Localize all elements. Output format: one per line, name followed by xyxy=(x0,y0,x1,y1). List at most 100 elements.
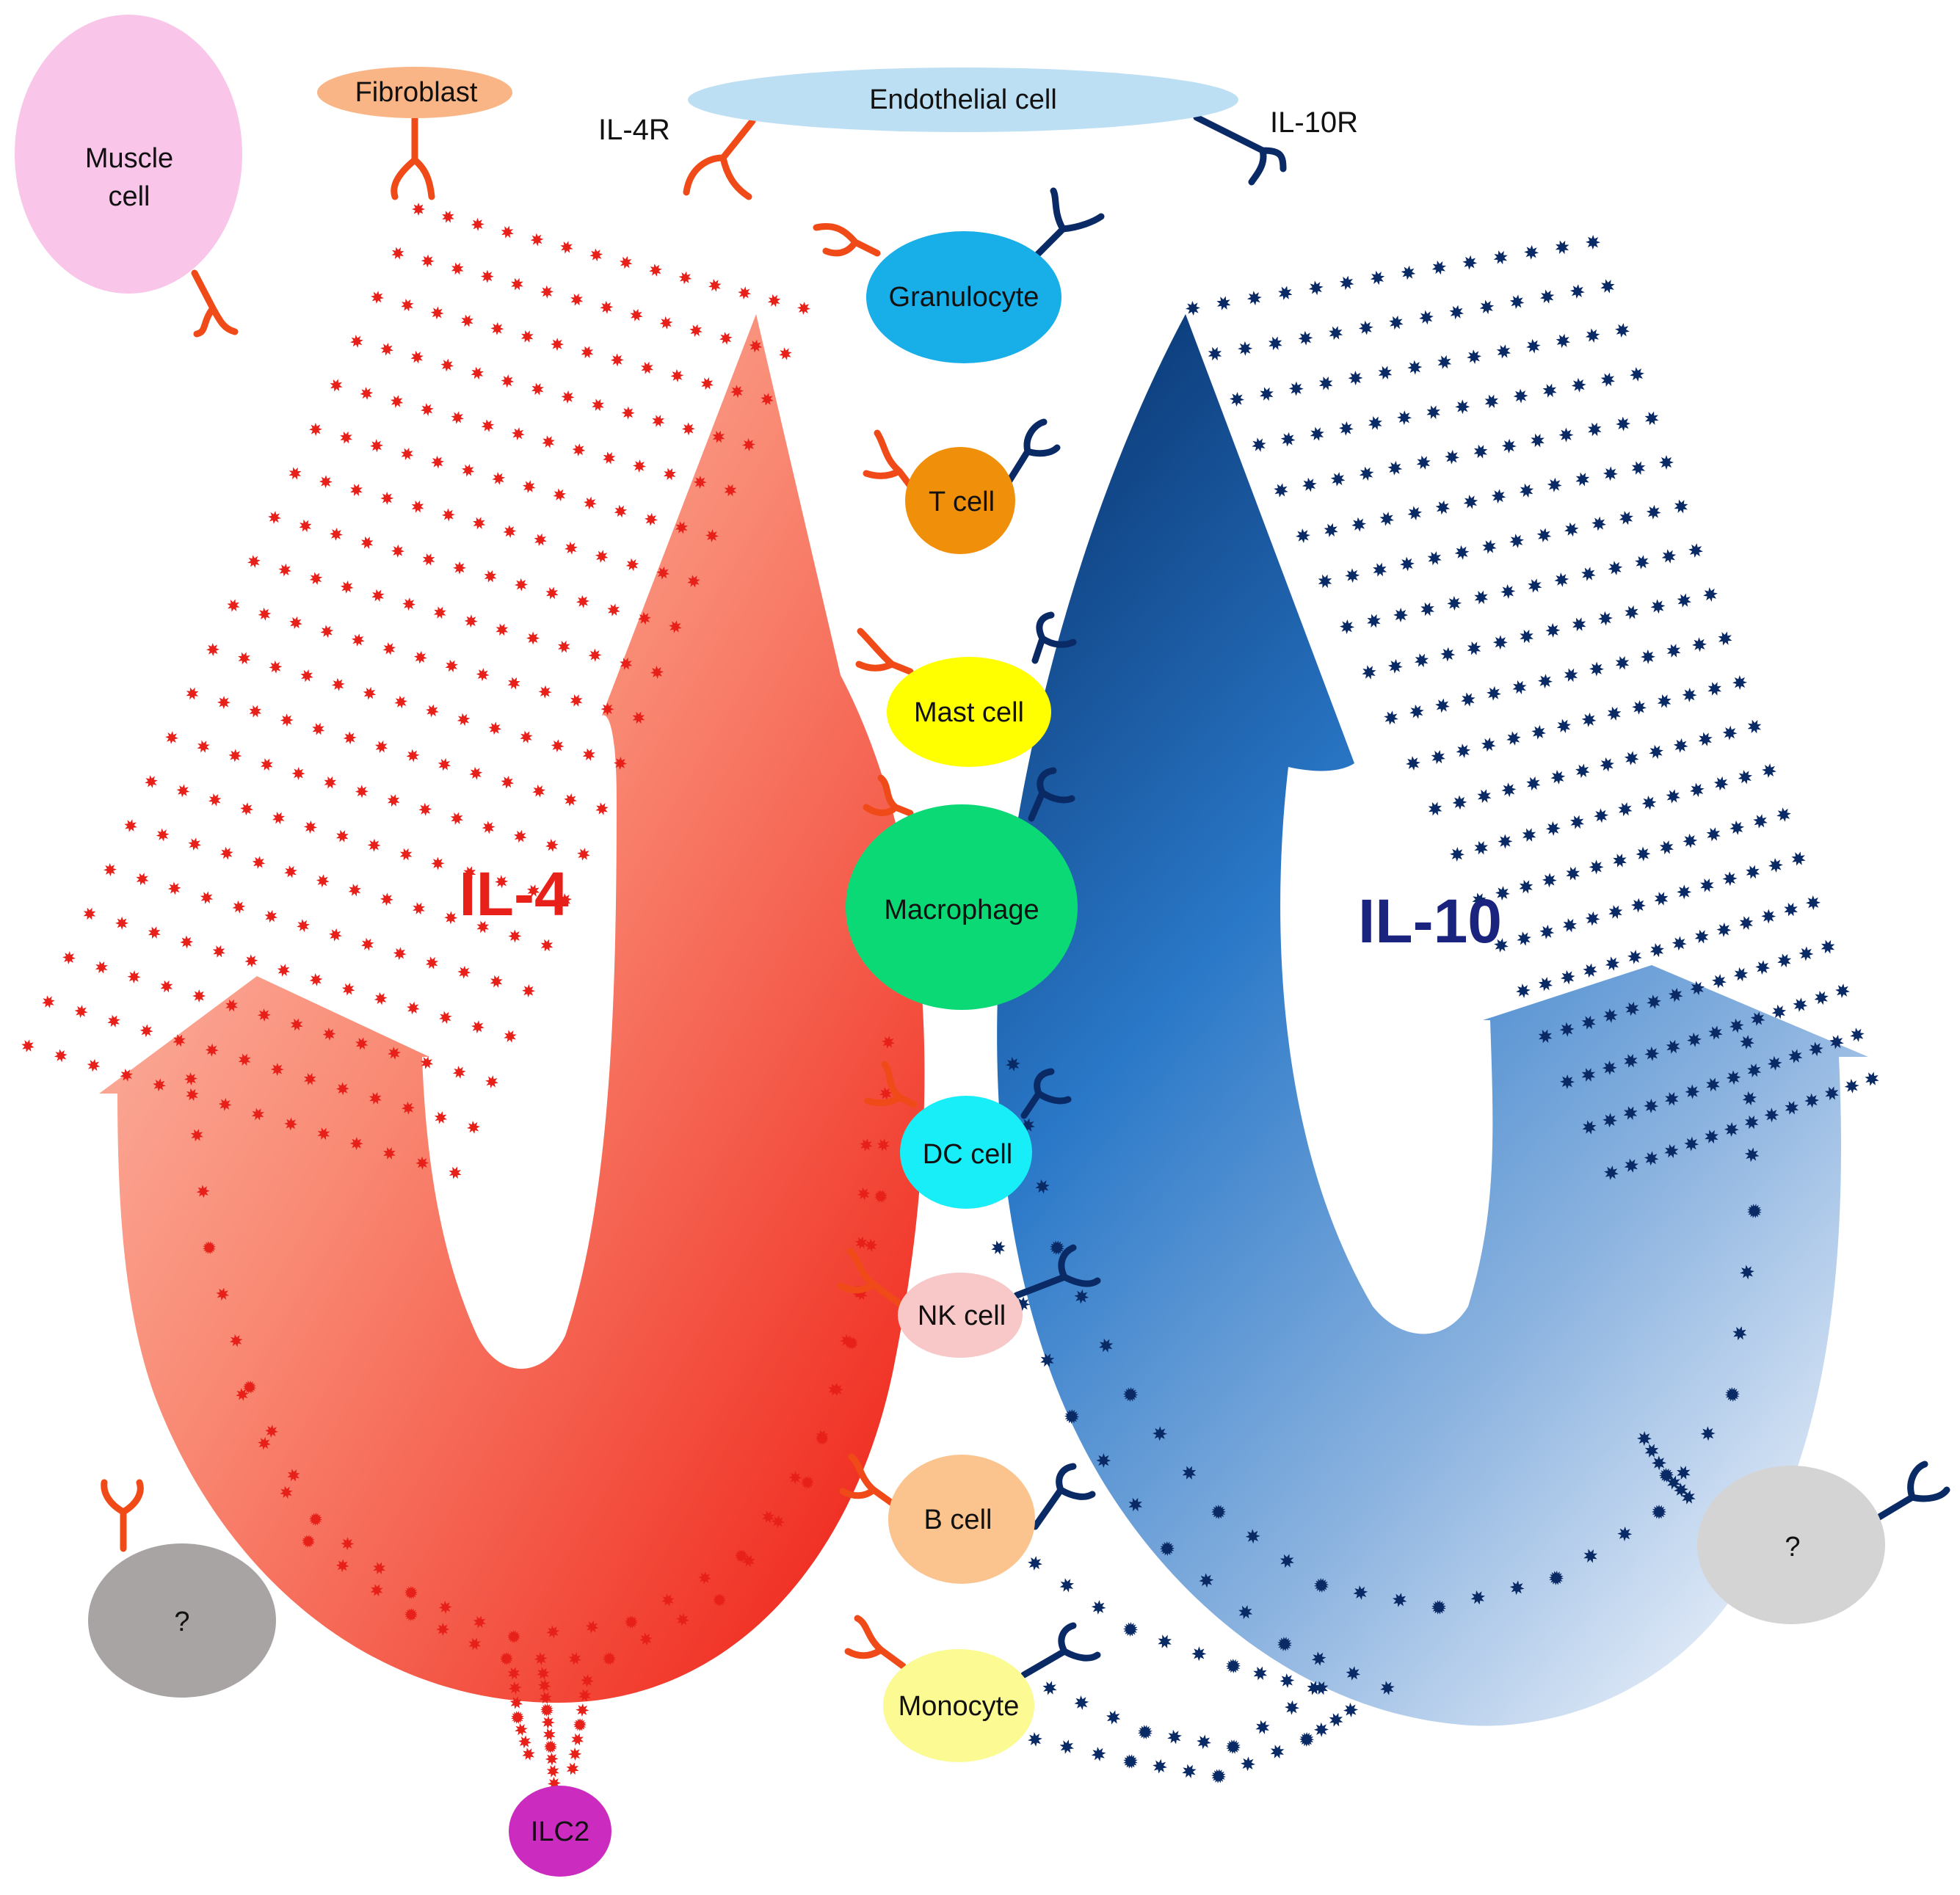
cytokine-dot xyxy=(1703,587,1718,602)
cytokine-dot xyxy=(1690,981,1705,996)
cytokine-dot xyxy=(289,616,302,630)
cytokine-dot xyxy=(530,233,544,247)
cytokine-dot xyxy=(340,431,352,444)
cytokine-dot xyxy=(374,740,388,754)
cytokine-dot xyxy=(355,1037,369,1050)
cytokine-dot xyxy=(1186,301,1200,316)
cytokine-dot xyxy=(264,909,277,923)
cytokine-dot xyxy=(1725,1387,1740,1402)
cytokine-dot xyxy=(180,935,194,949)
cytokine-dot xyxy=(1288,381,1304,396)
cytokine-dot xyxy=(1726,1070,1741,1085)
cytokine-dot xyxy=(1358,320,1373,335)
muscle-cell-label-line2: cell xyxy=(108,181,150,212)
cytokine-dot xyxy=(136,873,149,886)
cytokine-dot xyxy=(1407,506,1423,521)
cytokine-dot xyxy=(1123,1754,1138,1769)
cytokine-dot xyxy=(1455,399,1470,415)
cytokine-dot xyxy=(329,928,342,942)
cytokine-dot xyxy=(1707,682,1721,696)
cytokine-dot xyxy=(1755,960,1771,975)
cytokine-dot xyxy=(1635,555,1649,570)
cytokine-dot xyxy=(625,558,639,572)
cytokine-dot xyxy=(1380,1681,1395,1695)
cytokine-dot xyxy=(1650,599,1666,614)
cytokine-dot xyxy=(1346,1666,1361,1681)
fibroblast-label: Fibroblast xyxy=(355,77,478,108)
cytokine-dot xyxy=(1536,528,1552,542)
cytokine-dot xyxy=(312,722,325,735)
cytokine-dot xyxy=(394,695,407,709)
cytokine-dot xyxy=(387,794,400,807)
cytokine-dot xyxy=(1545,622,1561,638)
cytokine-dot xyxy=(468,1637,482,1651)
cytokine-dot xyxy=(184,1072,197,1085)
cytokine-dot xyxy=(551,739,565,753)
cytokine-dot xyxy=(192,989,206,1003)
cytokine-dot xyxy=(1035,1179,1050,1194)
cytokine-dot xyxy=(1400,556,1415,572)
unknown-right-il10-receptor-icon xyxy=(1872,1461,1950,1523)
cytokine-dot xyxy=(320,625,334,639)
cytokine-dot xyxy=(1531,433,1545,448)
cytokine-dot xyxy=(367,838,381,852)
cytokine-dot xyxy=(1750,1011,1765,1026)
cytokine-dot xyxy=(1575,763,1590,779)
cytokine-dot xyxy=(1585,328,1600,343)
cytokine-dot xyxy=(1474,840,1488,855)
ilc2-cell: ILC2 xyxy=(509,1786,611,1877)
cytokine-dot xyxy=(1586,235,1600,250)
cytokine-dot xyxy=(1708,1025,1723,1040)
cytokine-dot xyxy=(1764,1107,1779,1123)
cytokine-dot xyxy=(1359,466,1374,481)
cytokine-dot xyxy=(436,1623,450,1636)
dccell-il4-receptor-icon xyxy=(864,1061,918,1108)
cytokine-dot xyxy=(1216,296,1231,310)
cytokine-dot xyxy=(1426,405,1440,419)
cytokine-dot xyxy=(124,819,137,832)
cytokine-dot xyxy=(1526,338,1541,354)
cytokine-dot xyxy=(1738,770,1752,785)
cytokine-dot xyxy=(1370,270,1385,285)
cytokine-dot xyxy=(507,1630,520,1643)
cytokine-dot xyxy=(1674,499,1688,514)
cytokine-dot xyxy=(603,1652,616,1665)
cytokine-dot xyxy=(1729,820,1745,835)
cytokine-dot xyxy=(390,395,404,408)
cytokine-dot xyxy=(1367,614,1381,628)
cytokine-dot xyxy=(1340,619,1354,634)
cytokine-dot xyxy=(1427,551,1442,566)
cytokine-dot xyxy=(1767,1055,1782,1071)
il10r-label: IL-10R xyxy=(1270,106,1358,139)
cytokine-dot xyxy=(490,975,503,988)
cytokine-dot xyxy=(610,353,624,367)
granulocyte-cell: Granulocyte xyxy=(866,231,1061,363)
cytokine-dot xyxy=(1603,1008,1618,1023)
cytokine-dot xyxy=(1440,647,1456,662)
cytokine-dot xyxy=(1619,511,1633,525)
cytokine-dot xyxy=(1570,815,1584,829)
cytokine-dot xyxy=(277,964,291,977)
cytokine-dot xyxy=(1644,411,1659,426)
cytokine-dot xyxy=(1716,922,1732,937)
cytokine-dot xyxy=(352,633,365,647)
cytokine-dot xyxy=(252,856,266,869)
cytokine-dot xyxy=(369,1092,382,1105)
cytokine-dot xyxy=(1604,1165,1619,1180)
cytokine-dot xyxy=(1487,685,1501,701)
cytokine-dot xyxy=(1208,346,1222,361)
cytokine-dot xyxy=(595,802,609,815)
cytokine-dot xyxy=(545,838,559,852)
cytokine-dot xyxy=(633,459,647,473)
cytokine-dot xyxy=(1718,631,1732,646)
cytokine-dot xyxy=(350,335,363,348)
cytokine-dot xyxy=(418,802,432,816)
cytokine-dot xyxy=(1416,455,1431,470)
fibroblast-il4-receptor-icon xyxy=(391,115,435,200)
cytokine-dot xyxy=(380,491,394,505)
cytokine-dot xyxy=(1415,653,1429,668)
cytokine-dot xyxy=(1668,987,1683,1003)
cytokine-dot xyxy=(1598,611,1613,626)
cytokine-dot xyxy=(749,339,763,353)
mast-cell-label: Mast cell xyxy=(914,697,1024,728)
